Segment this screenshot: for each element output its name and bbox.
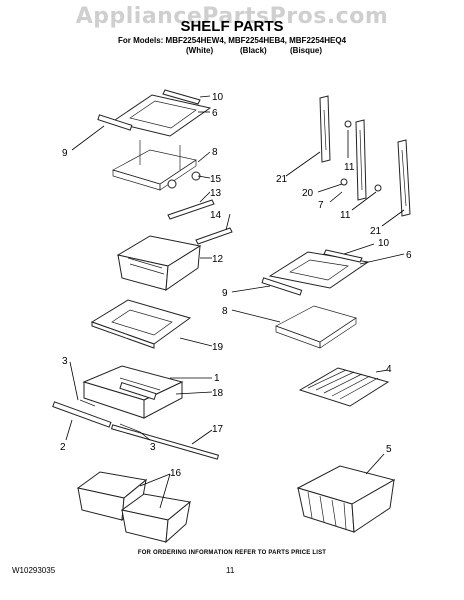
document-number: W10293035 — [12, 566, 56, 575]
callout-8b: 8 — [222, 306, 228, 317]
callout-6b: 6 — [406, 250, 412, 261]
pan-rails — [52, 399, 220, 460]
callout-9b: 9 — [222, 288, 228, 299]
shelf-frame-upper — [112, 140, 201, 191]
callout-12: 12 — [212, 254, 224, 265]
callout-15: 15 — [210, 174, 222, 185]
callout-1: 1 — [214, 373, 220, 384]
callout-7: 7 — [318, 200, 324, 211]
callout-3b: 3 — [150, 442, 156, 453]
callout-17: 17 — [212, 424, 224, 435]
callout-labels: 10 6 9 8 15 13 14 12 19 3 1 18 2 3 17 16… — [60, 92, 412, 479]
callout-11: 11 — [344, 162, 355, 173]
shelf-supports — [319, 95, 411, 217]
color-white: (White) — [186, 46, 214, 55]
callout-20: 20 — [302, 188, 314, 199]
callout-18: 18 — [212, 388, 224, 399]
callout-2: 2 — [60, 442, 66, 453]
callout-21: 21 — [276, 174, 288, 185]
callout-6: 6 — [212, 108, 218, 119]
ordering-note: FOR ORDERING INFORMATION REFER TO PARTS … — [137, 550, 327, 556]
crisper-drawer — [116, 235, 202, 292]
callout-10b: 10 — [378, 238, 390, 249]
callout-4: 4 — [386, 364, 392, 375]
callout-8: 8 — [212, 147, 218, 158]
deli-bins — [76, 471, 192, 544]
callout-21b: 21 — [370, 226, 382, 237]
crisper-rail — [167, 199, 233, 245]
models-line: For Models: MBF2254HEW4, MBF2254HEB4, MB… — [117, 36, 347, 45]
glass-shelf-upper — [97, 89, 212, 137]
callout-3: 3 — [62, 356, 68, 367]
crisper-glass-cover — [90, 299, 192, 349]
wire-basket — [296, 465, 396, 533]
watermark: AppliancePartsPros.com — [75, 4, 389, 29]
callout-14: 14 — [210, 210, 222, 221]
wire-shelf — [298, 367, 390, 407]
page-title: SHELF PARTS — [180, 18, 284, 35]
callout-9: 9 — [62, 148, 68, 159]
callout-13: 13 — [210, 188, 222, 199]
color-black: (Black) — [240, 46, 267, 55]
callout-11b: 11 — [340, 210, 351, 221]
callout-5: 5 — [386, 444, 392, 455]
page-number: 11 — [226, 566, 235, 575]
callout-10: 10 — [212, 92, 224, 103]
pan-frame — [82, 365, 184, 419]
leader-lines — [65, 95, 405, 509]
callout-16: 16 — [170, 468, 182, 479]
glass-shelf-right — [261, 249, 370, 296]
color-bisque: (Bisque) — [290, 46, 322, 55]
callout-19: 19 — [212, 342, 224, 353]
shelf-frame-right — [275, 305, 357, 349]
